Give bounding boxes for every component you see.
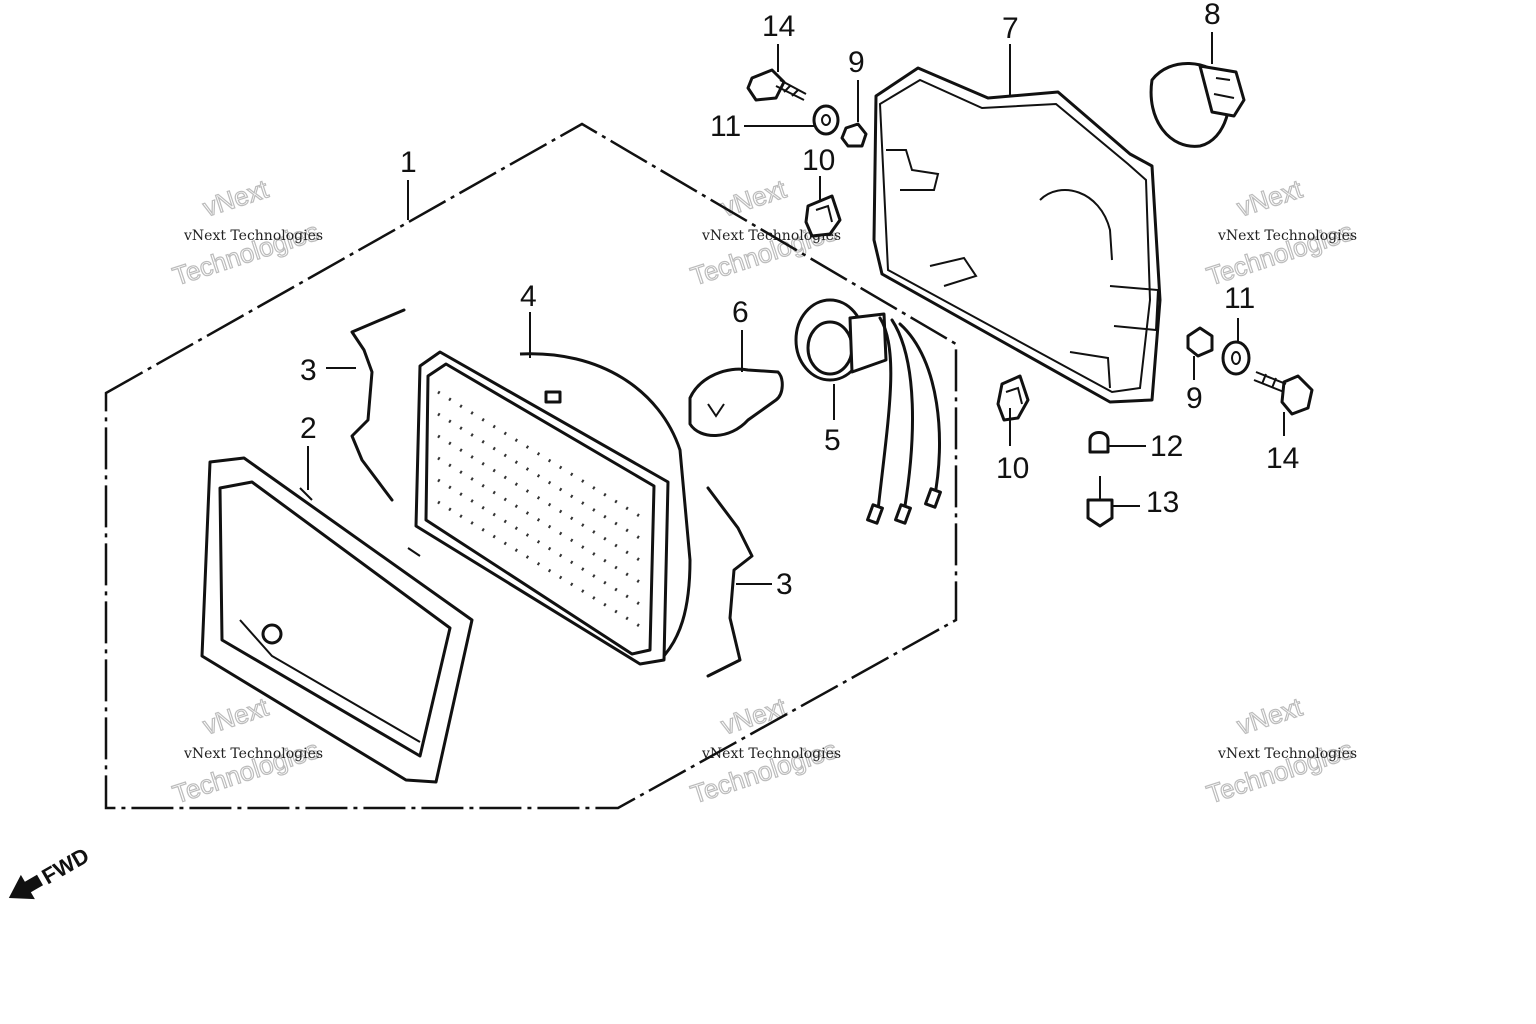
callout-11-right: 11 bbox=[1224, 282, 1255, 315]
watermark-1: vNext Technologies vNext Technologies bbox=[168, 173, 323, 292]
callout-5: 5 bbox=[824, 424, 841, 457]
callout-labels: 1 2 3 3 4 5 6 7 8 9 9 10 10 11 11 12 13 … bbox=[300, 0, 1299, 601]
washer-right bbox=[1221, 340, 1251, 376]
callout-6: 6 bbox=[732, 296, 749, 329]
spring-upper bbox=[350, 308, 406, 502]
clip-upper bbox=[804, 194, 842, 238]
callout-1: 1 bbox=[400, 146, 417, 179]
watermark-small: vNext Technologies bbox=[183, 228, 323, 244]
callout-11-left: 11 bbox=[710, 110, 741, 143]
assembly-boundary bbox=[104, 122, 958, 810]
watermark-small: vNext Technologies bbox=[1217, 746, 1357, 762]
watermark-big-top: vNext bbox=[1233, 691, 1306, 740]
bolt-right bbox=[1253, 371, 1314, 416]
washer-left bbox=[812, 104, 840, 136]
callout-3-lower: 3 bbox=[776, 568, 793, 601]
callout-9-right: 9 bbox=[1186, 382, 1203, 415]
bulb-socket bbox=[794, 298, 942, 525]
callout-8: 8 bbox=[1204, 0, 1221, 31]
callout-12: 12 bbox=[1150, 430, 1183, 463]
watermark-big-top: vNext bbox=[1233, 173, 1306, 222]
clip-lower bbox=[996, 374, 1030, 422]
callout-9-upper: 9 bbox=[848, 46, 865, 79]
watermark-small: vNext Technologies bbox=[701, 746, 841, 762]
forward-arrow-icon bbox=[8, 874, 43, 900]
screw-13 bbox=[1086, 476, 1114, 528]
watermark-5: vNext Technologies vNext Technologies bbox=[686, 691, 841, 810]
callout-4: 4 bbox=[520, 280, 537, 313]
bulb bbox=[688, 367, 784, 437]
callout-10-lower: 10 bbox=[996, 452, 1029, 485]
nut-right bbox=[1186, 326, 1214, 358]
watermark-big-top: vNext bbox=[199, 691, 272, 740]
nut-12 bbox=[1088, 431, 1110, 454]
spring-lower bbox=[706, 486, 754, 678]
bolt-left bbox=[746, 68, 807, 102]
callout-2: 2 bbox=[300, 412, 317, 445]
callout-3-upper: 3 bbox=[300, 354, 317, 387]
callout-7: 7 bbox=[1002, 12, 1019, 45]
callout-14-right: 14 bbox=[1266, 442, 1299, 475]
callout-13: 13 bbox=[1146, 486, 1179, 519]
watermark-small: vNext Technologies bbox=[1217, 228, 1357, 244]
callout-10-upper: 10 bbox=[802, 144, 835, 177]
watermark-big-top: vNext bbox=[199, 173, 272, 222]
headlight-case bbox=[872, 66, 1162, 404]
forward-indicator: FWD bbox=[8, 843, 93, 900]
forward-label: FWD bbox=[37, 843, 93, 890]
side-reflector bbox=[1149, 62, 1246, 148]
nut-left bbox=[840, 122, 868, 148]
leader-lines bbox=[307, 32, 1285, 585]
headlight-rim bbox=[200, 456, 474, 784]
watermark-big-top: vNext bbox=[717, 173, 790, 222]
watermark-small: vNext Technologies bbox=[183, 746, 323, 762]
watermark-6: vNext Technologies vNext Technologies bbox=[1202, 691, 1357, 810]
sealed-beam-unit bbox=[414, 350, 692, 666]
callout-14-upper: 14 bbox=[762, 10, 795, 43]
watermark-3: vNext Technologies vNext Technologies bbox=[1202, 173, 1357, 292]
